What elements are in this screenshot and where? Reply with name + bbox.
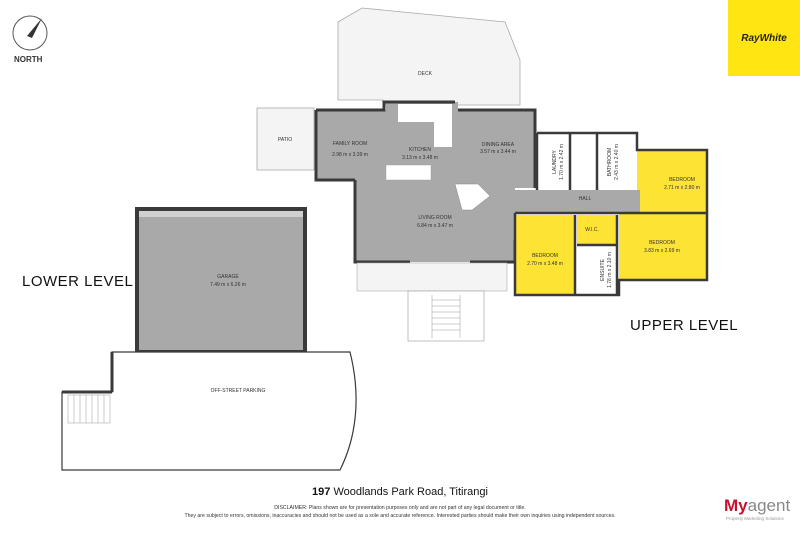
main-floor — [314, 100, 537, 264]
family-room-size: 2.98 m x 3.39 m — [332, 152, 368, 158]
off-street-parking — [61, 351, 357, 471]
myagent-logo: Myagent — [724, 496, 790, 516]
hall-label: HALL — [579, 196, 592, 202]
living-label: LIVING ROOM — [418, 215, 451, 221]
bathroom-label: BATHROOM — [607, 148, 613, 177]
wic-label: W.I.C. — [585, 227, 599, 233]
living-size: 6.84 m x 3.47 m — [417, 223, 453, 229]
kitchen-size: 3.13 m x 3.48 m — [402, 155, 438, 161]
myagent-tagline: Property Marketing Solutions — [726, 516, 784, 521]
upper-floor — [513, 131, 709, 297]
parking-label: OFF-STREET PARKING — [211, 388, 266, 394]
bathroom-size: 2.43 m x 2.40 m — [614, 144, 620, 180]
upper-level-label: UPPER LEVEL — [630, 317, 739, 334]
north-label: NORTH — [14, 55, 43, 64]
deck-label: DECK — [418, 71, 433, 77]
bedroom-3-size: 3.83 m x 2.69 m — [644, 248, 680, 254]
garage-label: GARAGE — [217, 274, 239, 280]
deck — [337, 7, 521, 106]
street-number: 197 — [312, 486, 331, 498]
compass-arrow-icon — [12, 15, 48, 51]
patio — [256, 107, 315, 171]
bedroom-2-label: BEDROOM — [532, 253, 558, 259]
laundry-size: 1.70 m x 2.42 m — [559, 144, 565, 180]
disclaimer-line-1: DISCLAIMER: Plans shown are for presenta… — [274, 505, 526, 511]
front-balcony — [356, 262, 508, 292]
disclaimer-line-2: They are subject to errors, omissions, i… — [184, 513, 616, 519]
dining-size: 3.57 m x 3.44 m — [480, 149, 516, 155]
parking-stairs — [67, 394, 111, 424]
bedroom-1-label: BEDROOM — [669, 177, 695, 183]
patio-label: PATIO — [278, 137, 292, 143]
myagent-logo-rest: agent — [747, 496, 791, 515]
property-address: 197 Woodlands Park Road, Titirangi — [0, 486, 800, 498]
laundry-label: LAUNDRY — [552, 149, 558, 173]
lower-level-label: LOWER LEVEL — [22, 273, 134, 290]
ensuite-label: ENSUITE — [600, 259, 606, 281]
garage — [135, 207, 307, 354]
ensuite-size: 1.78 m x 2.10 m — [607, 252, 613, 288]
kitchen-label: KITCHEN — [409, 147, 431, 153]
street-name: Woodlands Park Road, Titirangi — [333, 486, 488, 498]
bedroom-2-size: 2.70 m x 3.48 m — [527, 261, 563, 267]
myagent-logo-brand: My — [724, 496, 748, 515]
stairs — [407, 290, 485, 342]
raywhite-logo: RayWhite — [728, 0, 800, 76]
family-room-label: FAMILY ROOM — [333, 141, 367, 147]
bedroom-1-size: 2.71 m x 2.80 m — [664, 185, 700, 191]
dining-label: DINING AREA — [482, 142, 515, 148]
bedroom-3-label: BEDROOM — [649, 240, 675, 246]
garage-size: 7.49 m x 6.26 m — [210, 282, 246, 288]
